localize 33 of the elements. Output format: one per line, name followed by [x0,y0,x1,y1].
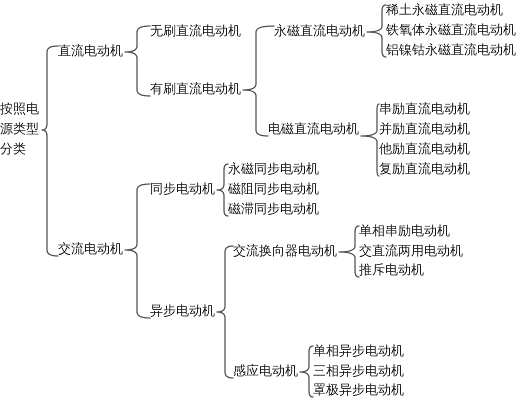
item-label: 永磁同步电动机 [228,161,319,179]
item-label: 单相串励电动机 [359,223,450,241]
curly-brace [366,4,387,58]
item-label: 铝镍钴永磁直流电动机 [386,42,516,60]
item-label: 稀土永磁直流电动机 [386,2,503,20]
item-label: 铁氧体永磁直流电动机 [386,22,516,40]
item-label: 推斥电动机 [359,262,424,280]
item-label: 串励直流电动机 [379,101,470,119]
curly-brace [338,225,360,278]
item-label: 交直流两用电动机 [359,243,463,261]
category-label: 异步电动机 [150,303,215,321]
category-label: 有刷直流电动机 [150,81,241,99]
category-label: 直流电动机 [58,43,123,61]
item-label: 磁滞同步电动机 [228,201,319,219]
category-label: 感应电动机 [233,363,298,381]
category-label: 电磁直流电动机 [268,121,359,139]
category-label: 交流电动机 [58,241,123,259]
curly-brace [360,103,380,177]
item-label: 他励直流电动机 [379,141,470,159]
item-label: 罩极异步电动机 [313,382,404,400]
category-label: 永磁直流电动机 [274,23,365,41]
curly-brace [216,163,229,217]
curly-brace [299,345,314,398]
item-label: 无刷直流电动机 [150,23,241,41]
category-label: 交流换向器电动机 [233,243,337,261]
category-label: 同步电动机 [150,181,215,199]
root-label: 按照电源类型分类 [0,100,42,160]
item-label: 并励直流电动机 [379,121,470,139]
curly-brace [124,25,151,97]
item-label: 三相异步电动机 [313,363,404,381]
item-label: 磁阻同步电动机 [228,181,319,199]
item-label: 复励直流电动机 [379,161,470,179]
item-label: 单相异步电动机 [313,343,404,361]
